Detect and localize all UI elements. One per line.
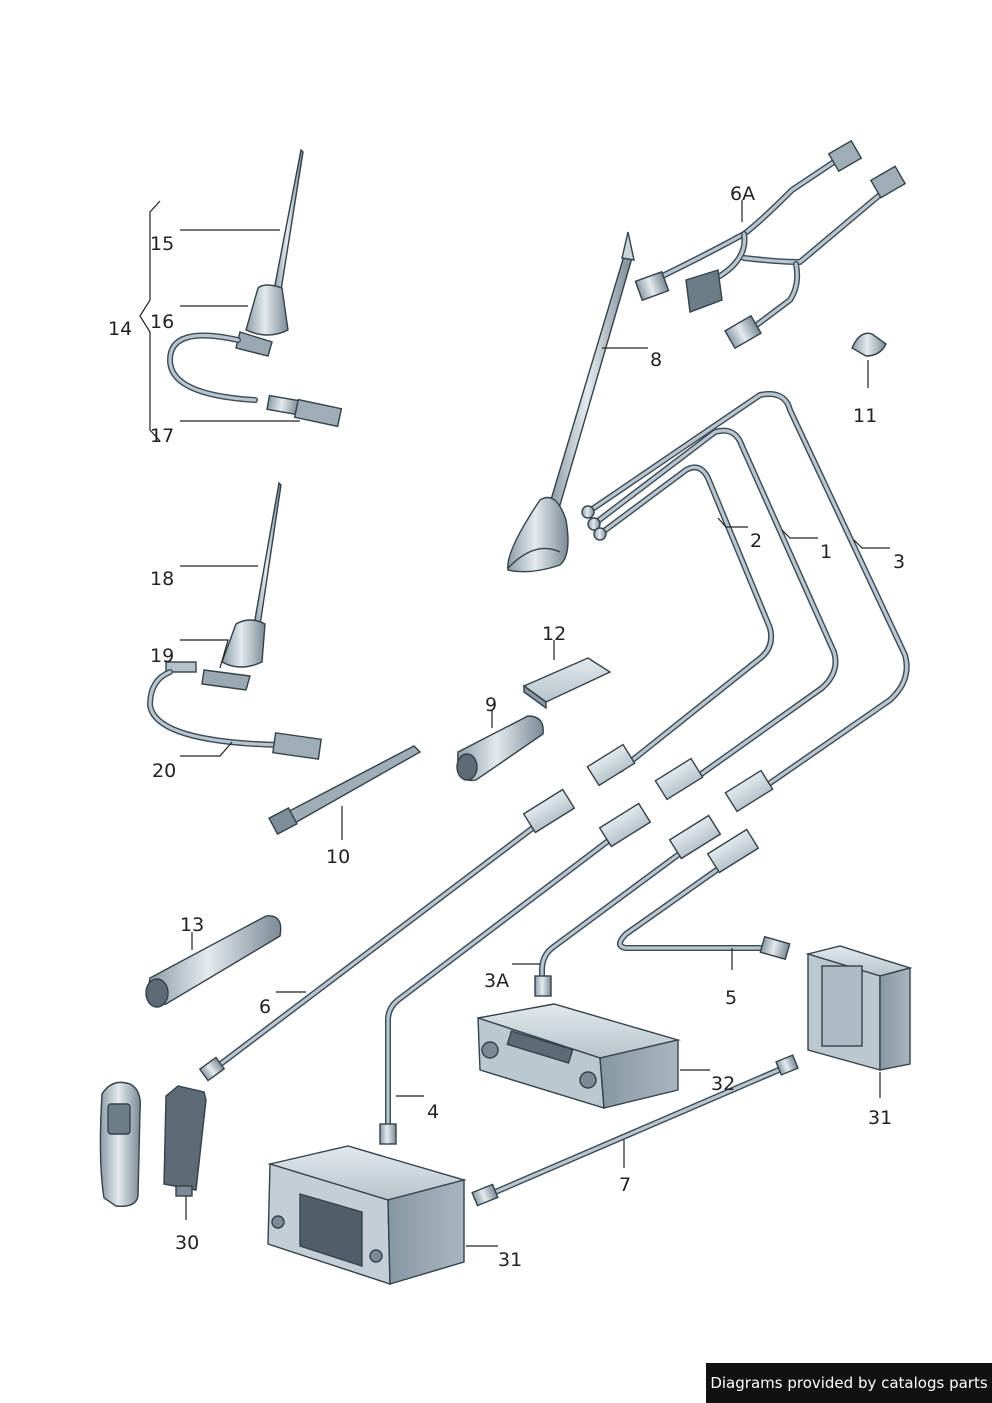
callout-15: 15 (150, 233, 174, 255)
callout-9: 9 (485, 694, 497, 716)
callout-11: 11 (853, 405, 877, 427)
small-parts (145, 657, 612, 1008)
wiring-harness (634, 139, 907, 350)
callout-30: 30 (175, 1232, 199, 1254)
rod-antenna-assembly-lower (147, 481, 322, 760)
roof-antenna (507, 231, 635, 573)
rod-antenna-assembly-upper (167, 148, 343, 428)
credit-text: Diagrams provided by catalogs parts (710, 1374, 988, 1392)
callout-1: 1 (820, 541, 832, 563)
callout-3A: 3A (484, 970, 509, 992)
callout-10: 10 (326, 846, 350, 868)
callout-8: 8 (650, 349, 662, 371)
leader-lines (139, 200, 890, 1247)
callout-5: 5 (725, 987, 737, 1009)
callout-32: 32 (711, 1073, 735, 1095)
cable-clip (851, 332, 887, 357)
callout-6: 6 (259, 996, 271, 1018)
callout-4: 4 (427, 1101, 439, 1123)
callout-7: 7 (619, 1174, 631, 1196)
callout-3: 3 (893, 551, 905, 573)
connecting-cables (198, 788, 799, 1207)
callout-13: 13 (180, 914, 204, 936)
callout-18: 18 (150, 568, 174, 590)
telephone-and-cradle (99, 1081, 207, 1207)
callout-19: 19 (150, 645, 174, 667)
control-unit (805, 945, 913, 1071)
radio-unit (477, 1003, 681, 1109)
callout-16: 16 (150, 311, 174, 333)
navigation-unit (267, 1145, 467, 1285)
callout-labels: 15 16 14 17 18 19 20 6A 8 11 2 1 3 12 9 … (108, 183, 905, 1271)
aerial-cables (581, 391, 910, 813)
callout-12: 12 (542, 623, 566, 645)
callout-20: 20 (152, 760, 176, 782)
callout-17: 17 (150, 425, 174, 447)
callout-2: 2 (750, 530, 762, 552)
credit-banner: Diagrams provided by catalogs parts (706, 1363, 992, 1403)
callout-31-navigation-unit: 31 (498, 1249, 522, 1271)
callout-6A: 6A (730, 183, 755, 205)
callout-31-control-unit: 31 (868, 1107, 892, 1129)
callout-14: 14 (108, 318, 132, 340)
